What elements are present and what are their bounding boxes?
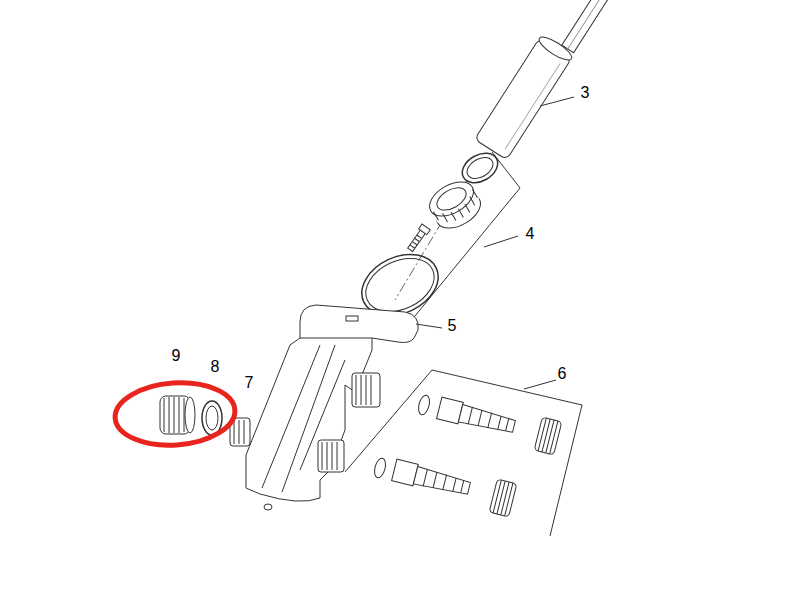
callout-number: 3	[581, 85, 590, 101]
callout-number: 6	[558, 366, 567, 382]
callout-number: 7	[245, 375, 254, 391]
callout-number: 9	[172, 348, 181, 364]
callout-number: 4	[526, 226, 535, 242]
callout-number: 5	[448, 318, 457, 334]
callout-number: 8	[211, 359, 220, 375]
